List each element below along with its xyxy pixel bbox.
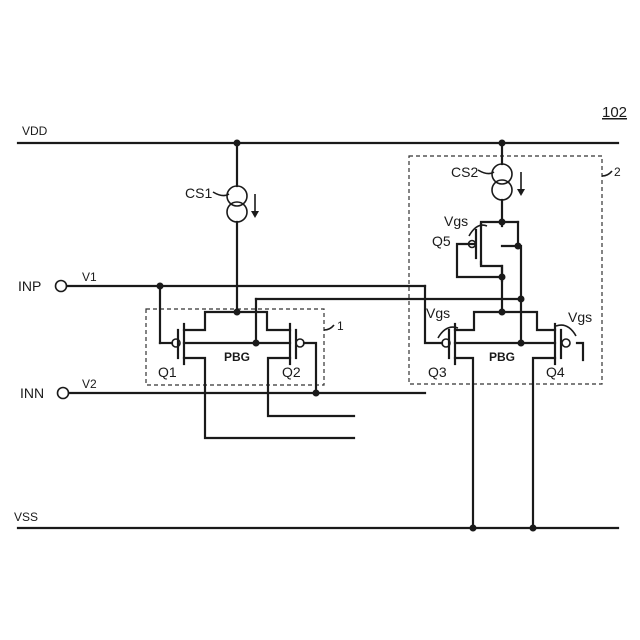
transistor-q1: Q1 bbox=[158, 324, 184, 380]
inp-label: INP bbox=[18, 278, 41, 294]
pbg-label-block2: PBG bbox=[489, 350, 515, 364]
vgs-q5-label: Vgs bbox=[444, 213, 468, 229]
figure-number: 102 bbox=[602, 104, 627, 121]
transistor-q2: Q2 bbox=[282, 324, 304, 380]
vdd-label: VDD bbox=[22, 124, 48, 138]
vdd-rail: VDD bbox=[18, 124, 618, 143]
transistor-q4: Q4 Vgs bbox=[546, 309, 592, 380]
block-1-label: 1 bbox=[337, 319, 344, 333]
current-source-cs2: CS2 bbox=[451, 143, 525, 224]
cs1-label: CS1 bbox=[185, 185, 212, 201]
junction-dots bbox=[157, 140, 537, 532]
block-2-label: 2 bbox=[614, 165, 621, 179]
q1-label: Q1 bbox=[158, 364, 177, 380]
q5-label: Q5 bbox=[432, 233, 451, 249]
inn-terminal: INN V2 bbox=[20, 377, 97, 401]
q2-label: Q2 bbox=[282, 364, 301, 380]
inn-label: INN bbox=[20, 385, 44, 401]
cs2-label: CS2 bbox=[451, 164, 478, 180]
pbg-label-block1: PBG bbox=[224, 350, 250, 364]
transistor-q5: Q5 Vgs bbox=[432, 213, 487, 264]
q4-label: Q4 bbox=[546, 364, 565, 380]
q3-label: Q3 bbox=[428, 364, 447, 380]
inp-terminal: INP V1 bbox=[18, 270, 97, 294]
v2-label: V2 bbox=[82, 377, 97, 391]
v1-label: V1 bbox=[82, 270, 97, 284]
vss-label: VSS bbox=[14, 510, 38, 524]
vss-rail: VSS bbox=[14, 510, 618, 528]
vgs-q4-label: Vgs bbox=[568, 309, 592, 325]
vgs-q3-label: Vgs bbox=[426, 305, 450, 321]
